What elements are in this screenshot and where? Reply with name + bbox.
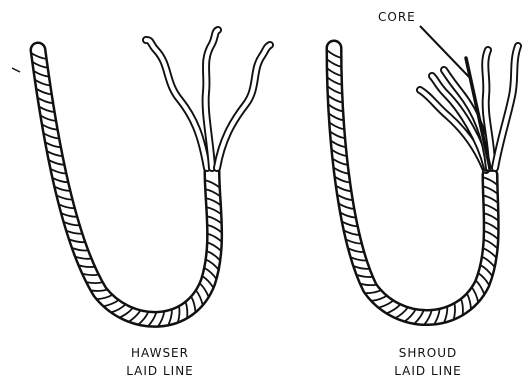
shroud-label-line2: LAID LINE bbox=[378, 364, 478, 378]
stray-mark bbox=[12, 68, 20, 72]
hawser-label-line2: LAID LINE bbox=[110, 364, 210, 378]
hawser-unlaid-strands bbox=[146, 30, 270, 168]
core-label: CORE bbox=[378, 10, 416, 24]
hawser-laid-rope bbox=[31, 50, 221, 326]
rope-twist-mark bbox=[86, 282, 102, 283]
hawser-label-line1: HAWSER bbox=[110, 346, 210, 360]
shroud-label-line1: SHROUD bbox=[378, 346, 478, 360]
